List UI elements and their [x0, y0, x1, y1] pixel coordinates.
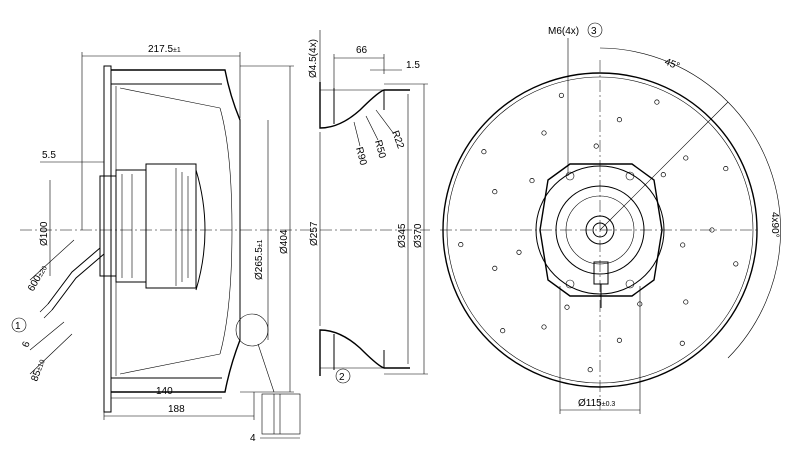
- rivet-dot: [492, 265, 498, 271]
- thread-label: M6(4x): [548, 26, 579, 37]
- rivet-dot: [458, 242, 464, 248]
- rivet-dot: [660, 172, 666, 178]
- front-view: M6(4x) 3 45° 4x90° Ø115±0.3: [440, 22, 781, 414]
- rivet-dot: [558, 92, 564, 98]
- radius-r90-label: R90: [353, 146, 368, 167]
- rivet-dot: [593, 143, 599, 149]
- note-2-marker: 2: [339, 372, 345, 383]
- side-view: 217.5±1 5.5 Ø100 600±20 1 6 85±10 Ø265.5…: [11, 44, 301, 444]
- rivet-dot: [587, 367, 593, 373]
- bolt-circle-label: Ø115±0.3: [578, 398, 615, 409]
- note-1-marker: 1: [15, 321, 21, 332]
- radius-r22-label: R22: [389, 129, 406, 150]
- rivet-dot: [680, 242, 686, 248]
- diameter-370-label: Ø370: [413, 223, 424, 248]
- rivet-dot: [541, 130, 547, 136]
- rivet-dot: [654, 99, 660, 105]
- rivet-dot: [679, 340, 685, 346]
- impeller-outline: [442, 72, 758, 388]
- radius-r50-label: R50: [372, 139, 387, 160]
- overall-length-label: 217.5±1: [148, 44, 181, 55]
- cable-length-label: 600±20: [26, 263, 50, 293]
- rivet-dot: [723, 166, 729, 172]
- depth-188-label: 188: [168, 404, 185, 415]
- cable-end-label: 85±10: [29, 358, 47, 383]
- hole-dimension-label: Ø4.5(4x): [308, 39, 319, 78]
- rivet-dot: [683, 155, 689, 161]
- rivet-dot: [500, 328, 506, 334]
- rivet-dot: [683, 299, 689, 305]
- flange-offset-label: 5.5: [42, 150, 56, 161]
- rivet-dot: [733, 261, 739, 267]
- angle-45-label: 45°: [663, 57, 681, 73]
- rivet-dot: [541, 324, 547, 330]
- angle-pattern-label: 4x90°: [769, 212, 780, 238]
- detail-gap-label: 4: [250, 433, 256, 444]
- housing-diameter-label: Ø404: [279, 229, 290, 254]
- rivet-dot: [529, 178, 535, 184]
- rivet-dot: [616, 337, 622, 343]
- nozzle-view: Ø4.5(4x) 66 1.5 R22 R50 R90 Ø257 Ø345 Ø3…: [300, 30, 430, 384]
- rivet-dot: [492, 189, 498, 195]
- cable-strip-label: 6: [20, 340, 32, 349]
- hub-diameter-label: Ø100: [39, 221, 50, 246]
- rivet-dot: [516, 249, 522, 255]
- note-3-marker: 3: [591, 26, 597, 37]
- inlet-diameter-label: Ø265.5±1: [254, 239, 265, 280]
- inner-diameter-label: Ø257: [309, 221, 320, 246]
- diameter-345-label: Ø345: [397, 223, 408, 248]
- rivet-pattern: [458, 92, 739, 373]
- rivet-dot: [564, 304, 570, 310]
- rivet-dot: [481, 149, 487, 155]
- rivet-dot: [709, 227, 715, 233]
- rivet-dot: [616, 117, 622, 123]
- depth-140-label: 140: [156, 386, 173, 397]
- lip-label: 1.5: [406, 60, 420, 71]
- nozzle-width-label: 66: [356, 45, 368, 56]
